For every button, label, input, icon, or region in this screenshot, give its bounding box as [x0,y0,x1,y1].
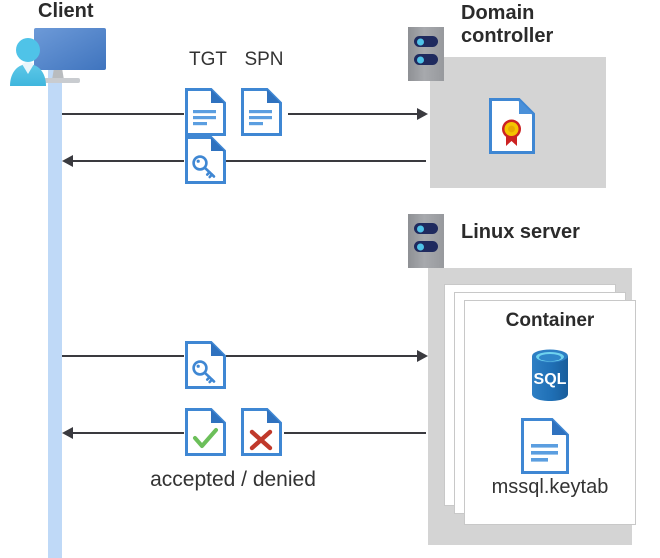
keytab-filename-label: mssql.keytab [491,476,609,498]
tgt-label: TGT [189,49,227,70]
certificate-icon [489,98,535,154]
container-card-front [464,300,636,525]
message-2-arrowhead [62,155,73,167]
spn-document-icon [241,88,282,136]
spn-label: SPN [244,49,284,70]
domain-controller-title: Domain controller [461,2,554,47]
container-title: Container [505,310,595,331]
tgt-document-icon [185,88,226,136]
message-3-arrowhead [417,350,428,362]
linux-server-title: Linux server [461,221,580,243]
sql-database-icon: SQL [522,347,578,403]
message-4-line-right [284,432,426,434]
message-4-arrowhead [62,427,73,439]
message-1-line-right [288,113,417,115]
client-title: Client [38,0,94,22]
message-3-line-left [62,355,184,357]
message-4-line-left [73,432,184,434]
accepted-denied-label: accepted / denied [150,468,316,491]
service-ticket-key-icon-dc [185,136,226,184]
sql-database-label: SQL [534,371,567,388]
service-ticket-key-icon-server [185,341,226,389]
message-2-line-right [226,160,426,162]
domain-controller-server-rack-icon [408,27,444,81]
linux-server-server-rack-icon [408,214,444,268]
accepted-check-document-icon [185,408,226,456]
client-workstation-icon [6,20,114,90]
message-2-line-left [73,160,184,162]
client-lifeline [48,64,62,558]
message-1-arrowhead [417,108,428,120]
keytab-document-icon [521,418,569,474]
denied-cross-document-icon [241,408,282,456]
message-1-line-left [62,113,184,115]
message-3-line-right [226,355,417,357]
